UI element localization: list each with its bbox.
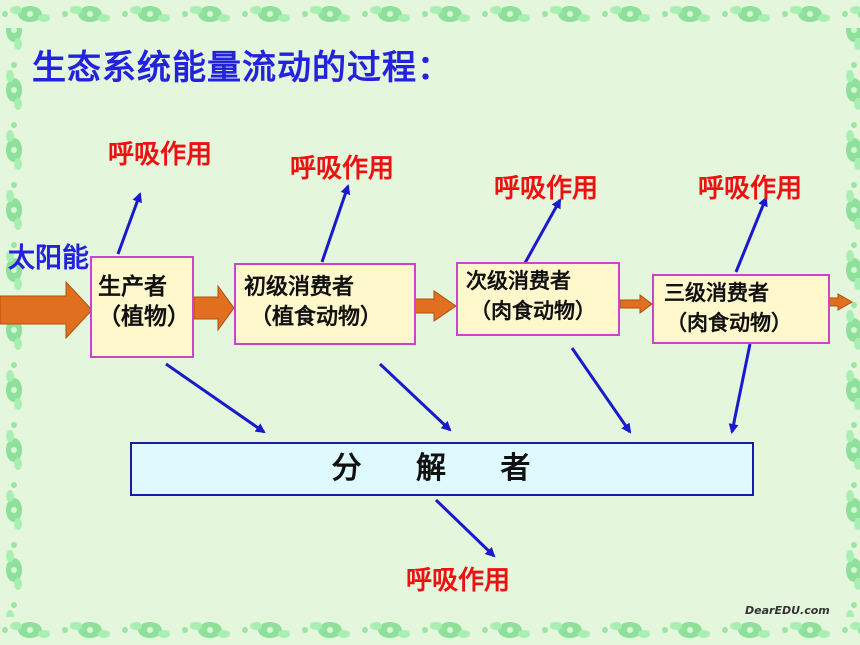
decomposition-arrow-2	[378, 362, 452, 432]
respiration-label-decomposer: 呼吸作用	[406, 566, 511, 596]
solar-energy-label: 太阳能	[8, 243, 89, 274]
decomposition-arrow-3	[570, 347, 632, 434]
secondary-consumer-name: 次级消费者	[466, 269, 571, 293]
producer-box: 生产者 （植物）	[90, 256, 194, 358]
decomposition-arrow-1	[165, 362, 266, 434]
respiration-label-4: 呼吸作用	[698, 174, 803, 204]
decomposer-box: 分 解 者	[130, 442, 754, 496]
respiration-label-1: 呼吸作用	[108, 140, 213, 170]
respiration-arrow-3	[518, 198, 562, 273]
energy-flow-arrow-3	[619, 294, 653, 314]
producer-name: 生产者	[98, 274, 167, 300]
respiration-label-2: 呼吸作用	[290, 154, 395, 184]
respiration-arrow-2	[320, 184, 351, 263]
respiration-arrow-4	[734, 196, 768, 273]
secondary-consumer-desc: （肉食动物）	[470, 299, 596, 323]
energy-flow-arrow-sun	[0, 280, 93, 340]
tertiary-consumer-box: 三级消费者 （肉食动物）	[652, 274, 830, 344]
primary-consumer-desc: （植食动物）	[250, 305, 383, 330]
primary-consumer-box: 初级消费者 （植食动物）	[234, 263, 416, 345]
page-title: 生态系统能量流动的过程：	[32, 48, 452, 88]
tertiary-consumer-name: 三级消费者	[664, 281, 769, 305]
primary-consumer-name: 初级消费者	[244, 275, 355, 300]
respiration-arrow-1	[116, 192, 142, 255]
respiration-arrow-decomposer	[434, 498, 496, 558]
energy-flow-arrow-1	[193, 284, 235, 332]
watermark-logo: DearEDU.com	[745, 604, 830, 617]
decomposition-arrow-4	[728, 343, 752, 434]
respiration-label-3: 呼吸作用	[494, 174, 599, 204]
producer-desc: （植物）	[98, 304, 190, 330]
tertiary-consumer-desc: （肉食动物）	[666, 311, 792, 335]
secondary-consumer-box: 次级消费者 （肉食动物）	[456, 262, 620, 336]
